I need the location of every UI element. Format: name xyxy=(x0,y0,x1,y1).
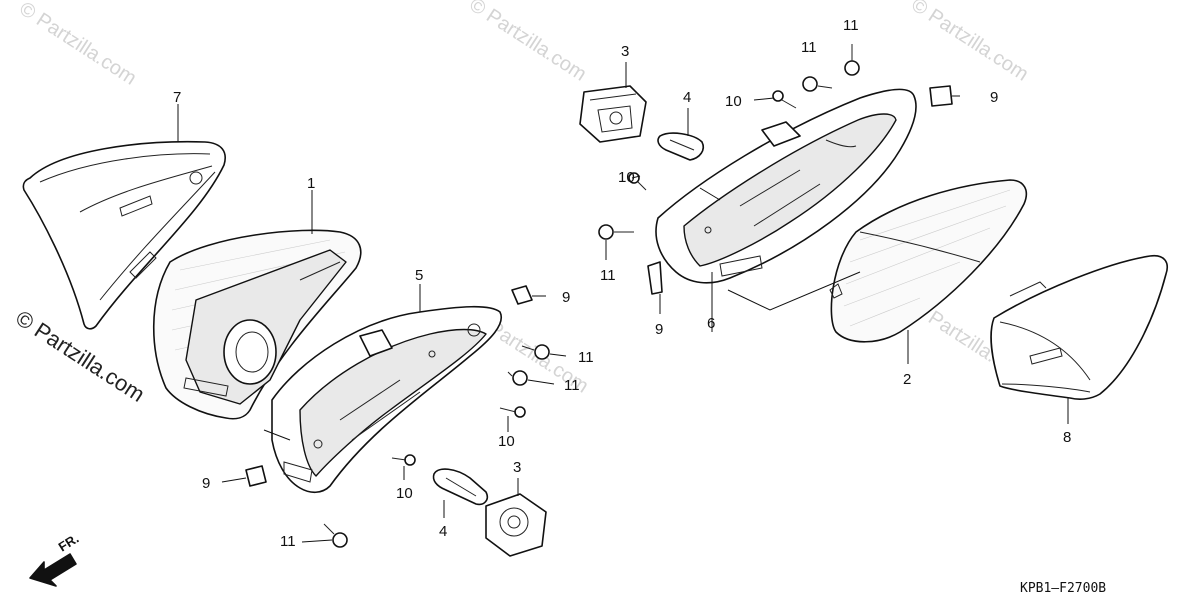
callout-8: 8 xyxy=(1063,429,1071,446)
direction-label: FR. xyxy=(56,531,82,555)
part-5-left-housing xyxy=(271,305,503,494)
callouts: 1 2 3 3 4 4 5 6 7 8 9 9 9 9 10 10 10 10 … xyxy=(173,17,1071,550)
callout-9: 9 xyxy=(655,321,663,338)
part-6-right-housing xyxy=(655,88,917,284)
callout-10: 10 xyxy=(618,169,635,186)
callout-5: 5 xyxy=(415,267,423,284)
part-2-right-lens xyxy=(829,179,1028,343)
part-7-left-cover xyxy=(22,140,226,330)
watermark-left: © Partzilla.com xyxy=(11,305,149,407)
callout-11: 11 xyxy=(600,267,616,284)
callout-7: 7 xyxy=(173,89,181,106)
callout-4: 4 xyxy=(439,523,447,540)
part-10-screws xyxy=(391,90,797,466)
part-11-bolts xyxy=(323,44,860,548)
part-4-bulb-top xyxy=(657,132,705,161)
callout-3: 3 xyxy=(513,459,521,476)
callout-2: 2 xyxy=(903,371,911,388)
watermark-top-right: © Partzilla.com xyxy=(907,0,1032,86)
part-code-label: KPB1—F2700B xyxy=(1020,581,1106,596)
watermark-top-center: © Partzilla.com xyxy=(465,0,590,86)
part-8-right-cover xyxy=(990,254,1168,400)
callout-9: 9 xyxy=(202,475,210,492)
part-4-bulb-bottom xyxy=(432,468,489,506)
callout-11: 11 xyxy=(578,349,594,366)
callout-6: 6 xyxy=(707,315,715,332)
leader-lines xyxy=(177,62,1069,543)
callout-9: 9 xyxy=(990,89,998,106)
callout-11: 11 xyxy=(843,17,859,34)
front-direction-indicator: FR. xyxy=(29,531,82,587)
callout-10: 10 xyxy=(498,433,515,450)
callout-11: 11 xyxy=(280,533,296,550)
part-3-socket-bottom xyxy=(485,493,547,557)
callout-10: 10 xyxy=(725,93,742,110)
watermark-top-left: © Partzilla.com xyxy=(15,0,140,90)
callout-1: 1 xyxy=(307,175,315,192)
callout-10: 10 xyxy=(396,485,413,502)
callout-3: 3 xyxy=(621,43,629,60)
callout-11: 11 xyxy=(801,39,817,56)
callout-11: 11 xyxy=(564,377,580,394)
callout-9: 9 xyxy=(562,289,570,306)
part-9-clips xyxy=(245,85,953,487)
part-3-socket-top xyxy=(579,85,647,143)
callout-4: 4 xyxy=(683,89,691,106)
part-1-left-lens xyxy=(152,229,362,420)
